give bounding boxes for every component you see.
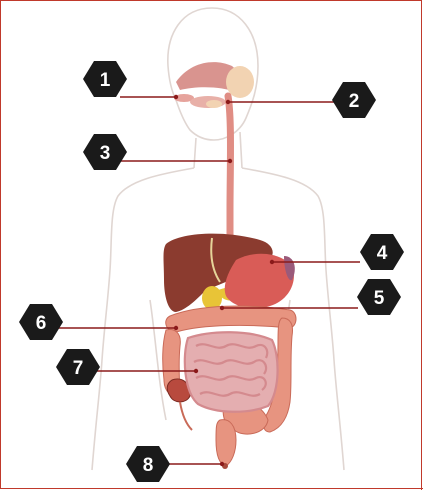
transverse-colon: [166, 306, 296, 332]
marker-3-label: 3: [100, 143, 111, 164]
rectum: [216, 420, 236, 466]
marker-6-label: 6: [36, 313, 47, 334]
leader-dot-2: [226, 100, 230, 104]
leader-dot-6: [174, 326, 178, 330]
esophagus: [228, 96, 231, 252]
leader-dot-3: [228, 159, 232, 163]
leader-dot-1: [174, 95, 178, 99]
marker-8-label: 8: [143, 455, 154, 476]
salivary-gland: [226, 66, 254, 98]
marker-4: 4: [360, 234, 404, 270]
marker-8: 8: [126, 446, 170, 482]
marker-2-label: 2: [349, 91, 360, 112]
marker-4-label: 4: [377, 243, 388, 264]
leader-dot-8: [220, 462, 224, 466]
mouth-nasal-cavity: [174, 62, 254, 108]
marker-5: 5: [357, 279, 401, 315]
marker-3: 3: [83, 134, 127, 170]
marker-1: 1: [83, 61, 127, 97]
marker-1-label: 1: [100, 70, 111, 91]
marker-2: 2: [332, 82, 376, 118]
small-intestine: [185, 332, 278, 412]
leader-dot-4: [270, 260, 274, 264]
marker-7: 7: [56, 349, 100, 385]
leader-dot-5: [220, 306, 224, 310]
leader-dot-7: [194, 369, 198, 373]
salivary-gland-lower: [206, 100, 222, 108]
marker-7-label: 7: [73, 358, 84, 379]
marker-5-label: 5: [374, 288, 385, 309]
marker-6: 6: [19, 304, 63, 340]
appendix: [180, 402, 192, 430]
